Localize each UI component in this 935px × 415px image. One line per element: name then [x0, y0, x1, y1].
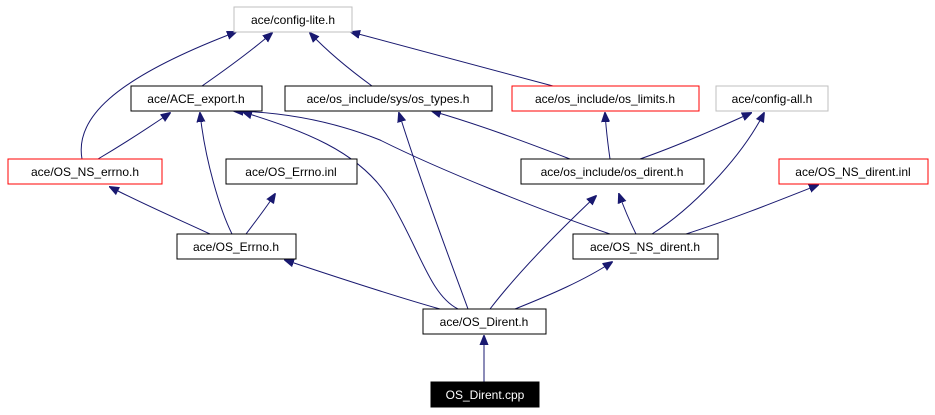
- node-os-dirent-cpp-box: [430, 381, 540, 408]
- edge-os-dirent-h-to-os-dirent-inc: [489, 196, 596, 310]
- edge-os-errno-h-to-os-errno-inl: [245, 194, 275, 235]
- node-os-ns-errno-box: [7, 158, 163, 185]
- edge-os-limits-to-config-lite: [351, 32, 554, 87]
- edge-os-dirent-inc-to-os-types: [432, 111, 571, 160]
- node-ace-export-box: [130, 85, 263, 112]
- node-os-limits-box: [511, 85, 700, 112]
- node-os-dirent-inc-box: [520, 158, 705, 185]
- edge-os-dirent-inc-to-os-limits: [605, 113, 611, 160]
- node-os-dirent-h[interactable]: ace/OS_Dirent.h: [422, 308, 547, 335]
- edge-os-ns-errno-to-ace-export: [97, 113, 170, 160]
- node-os-ns-dirent-h-label: ace/OS_NS_dirent.h: [590, 240, 700, 254]
- edge-os-ns-dirent-h-to-os-dirent-inc: [619, 194, 637, 235]
- node-os-ns-errno-label: ace/OS_NS_errno.h: [31, 165, 139, 179]
- node-os-errno-h-box: [176, 233, 297, 260]
- node-config-all-box: [715, 85, 829, 112]
- edge-os-dirent-inc-to-config-all: [639, 113, 751, 160]
- node-ace-export[interactable]: ace/ACE_export.h: [130, 85, 263, 112]
- node-os-dirent-h-label: ace/OS_Dirent.h: [440, 315, 529, 329]
- node-config-all-label: ace/config-all.h: [732, 92, 813, 106]
- node-os-limits-label: ace/os_include/os_limits.h: [535, 92, 675, 106]
- node-os-ns-errno[interactable]: ace/OS_NS_errno.h: [7, 158, 163, 185]
- edge-os-ns-dirent-h-to-os-ns-dirent-inl: [685, 185, 818, 235]
- node-os-dirent-inc[interactable]: ace/os_include/os_dirent.h: [520, 158, 705, 185]
- edge-os-dirent-h-to-ace-export: [243, 112, 459, 310]
- edge-os-ns-dirent-h-to-config-all: [651, 113, 764, 235]
- node-os-ns-dirent-inl-label: ace/OS_NS_dirent.inl: [795, 165, 910, 179]
- node-os-errno-h[interactable]: ace/OS_Errno.h: [176, 233, 297, 260]
- node-os-ns-dirent-inl[interactable]: ace/OS_NS_dirent.inl: [778, 158, 929, 185]
- node-os-limits[interactable]: ace/os_include/os_limits.h: [511, 85, 700, 112]
- nodes: ace/config-lite.h ace/ACE_export.h ace/o…: [7, 6, 929, 408]
- node-config-lite-label: ace/config-lite.h: [251, 13, 335, 27]
- edge-os-errno-h-to-ace-export: [200, 113, 233, 235]
- node-os-types[interactable]: ace/os_include/sys/os_types.h: [284, 85, 493, 112]
- node-os-types-label: ace/os_include/sys/os_types.h: [307, 92, 470, 106]
- edge-os-errno-h-to-os-ns-errno: [110, 187, 211, 235]
- node-os-ns-dirent-h[interactable]: ace/OS_NS_dirent.h: [572, 233, 719, 260]
- node-os-ns-dirent-inl-box: [778, 158, 929, 185]
- edge-os-dirent-h-to-os-errno-h: [285, 260, 441, 310]
- node-config-lite-box: [233, 6, 353, 33]
- node-os-dirent-cpp-label: OS_Dirent.cpp: [446, 388, 525, 402]
- edge-os-dirent-h-to-os-ns-dirent-h: [514, 262, 612, 310]
- node-os-ns-dirent-h-box: [572, 233, 719, 260]
- edges: [80, 32, 818, 382]
- edge-os-ns-dirent-h-to-ace-export: [234, 111, 611, 235]
- node-os-dirent-inc-label: ace/os_include/os_dirent.h: [541, 165, 684, 179]
- node-ace-export-label: ace/ACE_export.h: [147, 92, 244, 106]
- node-config-all[interactable]: ace/config-all.h: [715, 85, 829, 112]
- edge-os-ns-errno-to-config-lite: [80, 32, 236, 160]
- edge-os-types-to-config-lite: [310, 33, 373, 87]
- node-os-dirent-cpp[interactable]: OS_Dirent.cpp: [430, 381, 540, 408]
- node-config-lite[interactable]: ace/config-lite.h: [233, 6, 353, 33]
- node-os-errno-inl-box: [225, 158, 358, 185]
- node-os-types-box: [284, 85, 493, 112]
- edge-os-dirent-h-to-os-types: [399, 113, 469, 310]
- edge-ace-export-to-config-lite: [201, 33, 272, 87]
- node-os-errno-inl[interactable]: ace/OS_Errno.inl: [225, 158, 358, 185]
- node-os-errno-h-label: ace/OS_Errno.h: [193, 240, 279, 254]
- node-os-errno-inl-label: ace/OS_Errno.inl: [245, 165, 336, 179]
- node-os-dirent-h-box: [422, 308, 547, 335]
